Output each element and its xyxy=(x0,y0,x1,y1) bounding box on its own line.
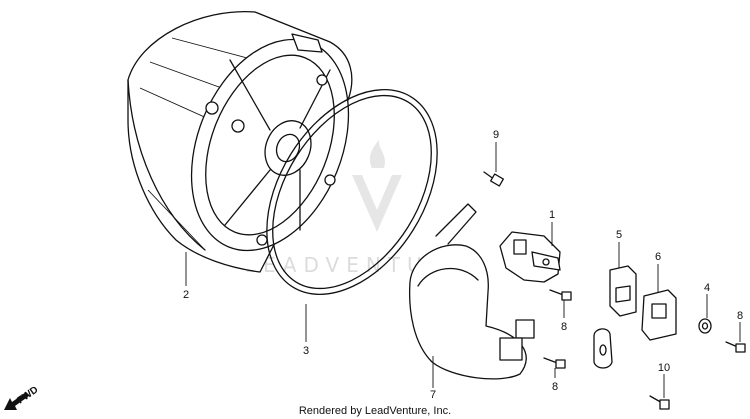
screw-10 xyxy=(649,395,670,410)
callout-5: 5 xyxy=(616,229,622,241)
callout-2: 2 xyxy=(183,289,189,301)
part-6-regulator xyxy=(641,289,677,341)
callout-7: 7 xyxy=(430,389,436,401)
callout-8c: 8 xyxy=(737,310,743,322)
callout-labels: 1 2 3 4 5 6 7 8 8 8 9 10 xyxy=(183,129,743,401)
washer xyxy=(698,318,712,334)
callout-8b: 8 xyxy=(552,381,558,393)
screws xyxy=(483,171,746,410)
brush-holder xyxy=(499,231,561,283)
callout-1: 1 xyxy=(549,209,555,221)
screw-8b xyxy=(543,357,566,369)
render-credit: Rendered by LeadVenture, Inc. xyxy=(299,405,451,417)
screw-9 xyxy=(483,171,504,187)
callout-8a: 8 xyxy=(561,321,567,333)
callout-10: 10 xyxy=(658,362,670,374)
generator-housing xyxy=(127,11,353,273)
callout-3: 3 xyxy=(303,345,309,357)
wire-clip xyxy=(593,328,613,369)
screw-8c xyxy=(725,341,746,353)
leader-lines xyxy=(185,142,741,398)
callout-4: 4 xyxy=(704,282,710,294)
screw-8a xyxy=(549,289,572,301)
fwd-label: FWD xyxy=(15,384,40,406)
fwd-arrow-icon xyxy=(4,392,29,410)
generator-cover xyxy=(408,203,535,380)
ring-gasket xyxy=(266,88,438,296)
fwd-indicator: FWD xyxy=(4,384,40,410)
callout-6: 6 xyxy=(655,251,661,263)
part-5-plate xyxy=(609,265,637,317)
watermark-logo-icon xyxy=(352,140,402,232)
callout-9: 9 xyxy=(493,129,499,141)
